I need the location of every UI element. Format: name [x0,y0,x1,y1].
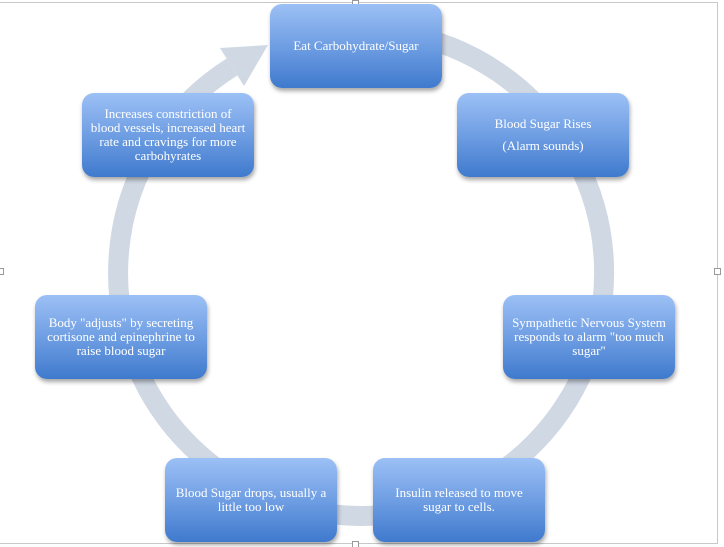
step-cravings: Increases constriction of blood vessels,… [82,93,254,177]
step-sublabel: (Alarm sounds) [502,138,584,153]
step-label: Sympathetic Nervous System responds to a… [512,315,666,358]
step-body-adjusts: Body "adjusts" by secreting cortisone an… [35,295,207,379]
step-label: Blood Sugar drops, usually a little too … [175,485,327,514]
step-label: Insulin released to move sugar to cells. [395,485,523,514]
step-insulin-released: Insulin released to move sugar to cells. [373,458,545,542]
step-eat-carbohydrate: Eat Carbohydrate/Sugar [270,4,442,88]
step-blood-sugar-rises: Blood Sugar Rises (Alarm sounds) [457,93,629,177]
step-label: Eat Carbohydrate/Sugar [293,38,419,53]
step-blood-sugar-drops: Blood Sugar drops, usually a little too … [165,458,337,542]
step-label: Increases constriction of blood vessels,… [90,106,246,163]
step-label: Blood Sugar Rises [494,116,592,131]
arrowhead-icon [220,45,268,86]
resize-handle-bottom[interactable] [352,541,359,547]
step-label: Body "adjusts" by secreting cortisone an… [47,315,195,358]
resize-handle-left[interactable] [0,268,4,275]
resize-handle-right[interactable] [714,268,721,275]
step-sympathetic-response: Sympathetic Nervous System responds to a… [503,295,675,379]
